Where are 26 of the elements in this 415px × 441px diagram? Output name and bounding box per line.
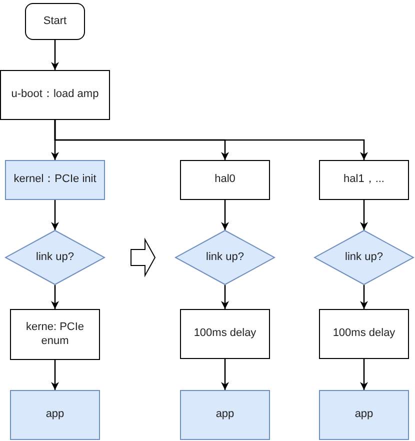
process-box: app: [319, 390, 409, 440]
arrow: [221, 285, 229, 309]
arrow: [51, 285, 59, 309]
arrow: [51, 200, 59, 230]
start-terminal: Start: [25, 3, 85, 40]
decision-diamond: link up?: [314, 230, 414, 285]
process-box: 100ms delay: [180, 309, 270, 359]
process-box: hal0: [180, 160, 270, 200]
arrow: [54, 120, 368, 160]
arrow: [360, 285, 368, 309]
block-arrow: [130, 238, 156, 278]
process-box: hal1，...: [319, 160, 409, 200]
process-box: app: [180, 390, 270, 440]
arrow: [51, 40, 59, 70]
process-box: app: [10, 390, 100, 440]
decision-diamond: link up?: [5, 230, 105, 285]
arrow: [360, 359, 368, 390]
process-box: 100ms delay: [319, 309, 409, 359]
arrow: [360, 200, 368, 230]
arrow: [51, 360, 59, 390]
arrow: [221, 200, 229, 230]
process-box: kerne: PCIe enum: [10, 309, 100, 360]
process-box: u-boot：load amp: [0, 70, 110, 120]
process-box: kernel：PCIe init: [5, 160, 105, 200]
decision-diamond: link up?: [175, 230, 275, 285]
arrow: [221, 359, 229, 390]
